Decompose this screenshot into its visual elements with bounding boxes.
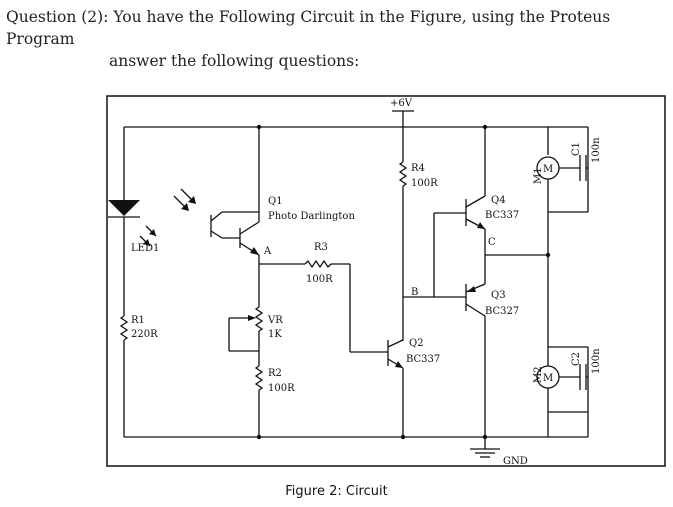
q3-type: BC327 xyxy=(485,306,519,317)
vr-label: VR xyxy=(267,315,283,326)
led-symbol xyxy=(108,200,157,247)
q2-type: BC337 xyxy=(406,354,440,365)
supply-label: +6V xyxy=(390,98,413,109)
q3-transistor xyxy=(465,283,486,317)
r2-resistor xyxy=(254,365,264,391)
bottom-rail xyxy=(124,412,589,438)
circuit-frame xyxy=(106,95,666,467)
vr-wiper xyxy=(228,315,260,352)
c2-value: 100n xyxy=(591,348,602,374)
q4-transistor xyxy=(465,195,486,230)
node-c-label: C xyxy=(488,237,496,248)
r3-label: R3 xyxy=(314,242,328,253)
ground-symbol xyxy=(470,437,500,458)
top-rail xyxy=(124,126,589,150)
q4-type: BC337 xyxy=(485,210,519,221)
node-b-label: B xyxy=(411,287,418,298)
m1-label: M1 xyxy=(533,167,544,184)
q3-label: Q3 xyxy=(491,290,506,301)
r2-label: R2 xyxy=(268,368,282,379)
question-line-2: answer the following questions: xyxy=(109,52,360,70)
m2-label: M2 xyxy=(533,366,544,383)
r4-value: 100R xyxy=(411,178,438,189)
question-text: Question (2): You have the Following Cir… xyxy=(6,6,673,72)
r4-resistor xyxy=(398,161,408,187)
light-arrows xyxy=(173,188,196,211)
r3-resistor xyxy=(304,259,332,269)
q2-transistor xyxy=(387,339,404,369)
supply-terminal xyxy=(392,110,414,127)
c2-label: C2 xyxy=(571,352,582,366)
r2-value: 100R xyxy=(268,383,295,394)
vr-value: 1K xyxy=(268,329,282,340)
c1-value: 100n xyxy=(591,137,602,163)
q1-type: Photo Darlington xyxy=(268,211,355,222)
r1-label: R1 xyxy=(131,315,145,326)
vr-potentiometer xyxy=(254,306,264,332)
question-line-1: Question (2): You have the Following Cir… xyxy=(6,8,611,48)
r4-label: R4 xyxy=(411,163,425,174)
m1-motor-symbol: M xyxy=(543,164,553,175)
q2-label: Q2 xyxy=(409,338,424,349)
node-a-label: A xyxy=(263,246,272,257)
c1-label: C1 xyxy=(571,142,582,156)
led-label: LED1 xyxy=(131,243,159,254)
c1-capacitor xyxy=(548,150,589,213)
q1-label: Q1 xyxy=(268,196,283,207)
figure-caption: Figure 2: Circuit xyxy=(285,484,388,499)
c2-capacitor xyxy=(548,346,589,413)
r1-resistor xyxy=(119,315,129,341)
m2-motor-symbol: M xyxy=(543,373,553,384)
r1-value: 220R xyxy=(131,329,158,340)
ground-label: GND xyxy=(503,456,528,467)
q1-photo-darlington xyxy=(210,211,260,256)
r3-value: 100R xyxy=(306,274,333,285)
q4-label: Q4 xyxy=(491,195,506,206)
